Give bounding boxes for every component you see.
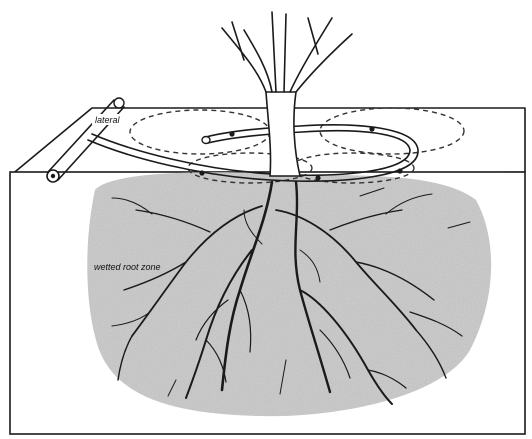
emitter — [397, 168, 402, 173]
label-wetted-root-zone: wetted root zone — [94, 262, 161, 272]
emitter — [315, 175, 320, 180]
lateral-pipe — [47, 98, 124, 182]
wetted-root-zone — [87, 172, 491, 416]
wetted-circle-left — [130, 110, 270, 154]
emitter — [229, 131, 234, 136]
label-lateral: lateral — [95, 115, 121, 125]
emitter — [369, 126, 374, 131]
emitter — [199, 170, 204, 175]
tree-trunk — [222, 12, 352, 176]
